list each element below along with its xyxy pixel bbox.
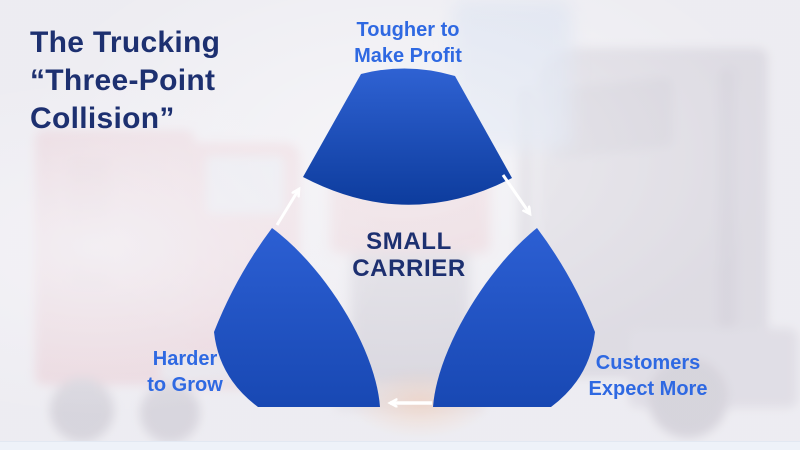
- point-label-left-line: to Grow: [147, 374, 223, 396]
- point-label-right-line: Expect More: [588, 378, 708, 400]
- point-label-right: Customers Expect More: [578, 350, 718, 402]
- center-label-line: CARRIER: [352, 255, 466, 282]
- wedge-top: [303, 68, 512, 205]
- point-label-right-line: Customers: [595, 352, 701, 374]
- point-label-left: Harder to Grow: [128, 346, 242, 398]
- slide-title-line: Collision”: [30, 102, 175, 135]
- point-label-top-line: Tougher to: [356, 19, 460, 41]
- arrow-left-to-top-icon: [275, 189, 299, 226]
- arrow-top-to-right-icon: [501, 174, 530, 214]
- point-label-top-line: Make Profit: [354, 45, 462, 67]
- slide-title: The Trucking “Three-Point Collision”: [30, 24, 300, 138]
- point-label-top: Tougher to Make Profit: [306, 17, 510, 69]
- center-label: SMALL CARRIER: [322, 228, 496, 282]
- slide-title-line: “Three-Point: [30, 64, 216, 97]
- wedge-bottom-right: [433, 228, 595, 407]
- bottom-light-strip: [0, 441, 800, 450]
- center-label-line: SMALL: [366, 228, 452, 255]
- point-label-left-line: Harder: [152, 348, 218, 370]
- slide-title-line: The Trucking: [30, 26, 221, 59]
- wedge-bottom-left: [214, 228, 380, 407]
